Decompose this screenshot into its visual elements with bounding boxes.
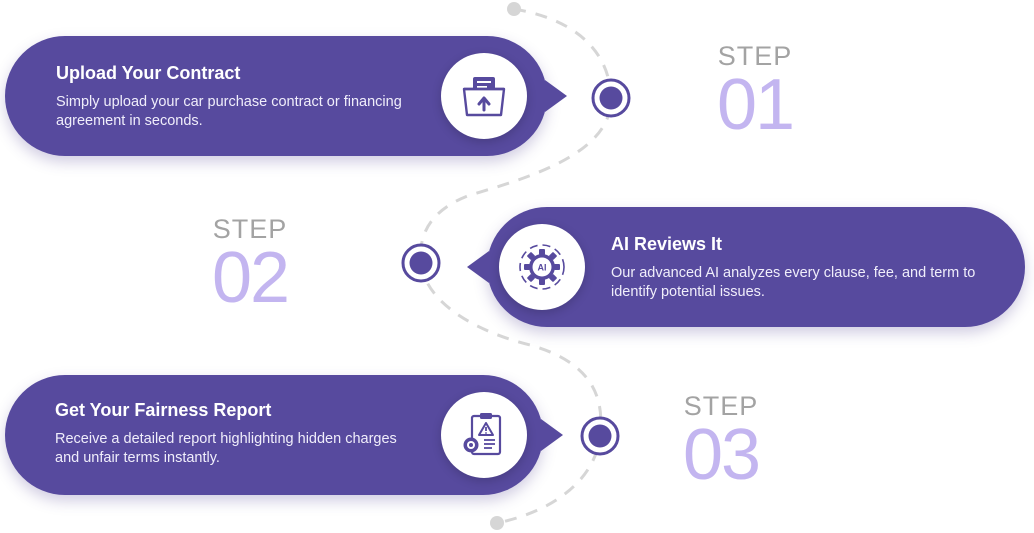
step-1-card: Upload Your Contract Simply upload your … (5, 36, 567, 156)
step-3-label: STEP 03 (656, 391, 786, 495)
step-3-icon-circle (441, 392, 527, 478)
ai-text: AI (538, 263, 547, 273)
step-1-label: STEP 01 (690, 41, 820, 145)
step-3-node (580, 416, 620, 456)
step-3-card: Get Your Fairness Report Receive a detai… (5, 375, 563, 495)
step-number: 01 (716, 65, 795, 145)
step-word: STEP (683, 391, 759, 421)
card-pointer (545, 80, 567, 112)
step-number: 03 (682, 415, 761, 495)
step-1-description: Simply upload your car purchase contract… (56, 94, 402, 129)
start-dot (507, 2, 521, 16)
step-2-card: AI AI Reviews It Our advanced AI analyze… (467, 207, 1025, 327)
step-number: 02 (211, 238, 290, 318)
step-2-title: AI Reviews It (611, 234, 723, 254)
end-dot (490, 516, 504, 530)
step-1-icon-circle (441, 53, 527, 139)
step-2-label: STEP 02 (185, 214, 315, 318)
step-3-description: Receive a detailed report highlighting h… (55, 431, 397, 466)
card-pointer (467, 251, 489, 283)
card-pointer (541, 419, 563, 451)
step-2-description: Our advanced AI analyzes every clause, f… (611, 265, 976, 300)
step-word: STEP (717, 41, 793, 71)
report-warning-icon (463, 413, 502, 456)
step-2-icon-circle: AI (499, 224, 585, 310)
upload-folder-icon (462, 77, 506, 117)
step-1-node (591, 78, 631, 118)
step-1-title: Upload Your Contract (56, 63, 241, 83)
step-2-node (401, 243, 441, 283)
step-3-title: Get Your Fairness Report (55, 400, 272, 420)
ai-gear-icon: AI (519, 244, 565, 290)
step-word: STEP (212, 214, 288, 244)
